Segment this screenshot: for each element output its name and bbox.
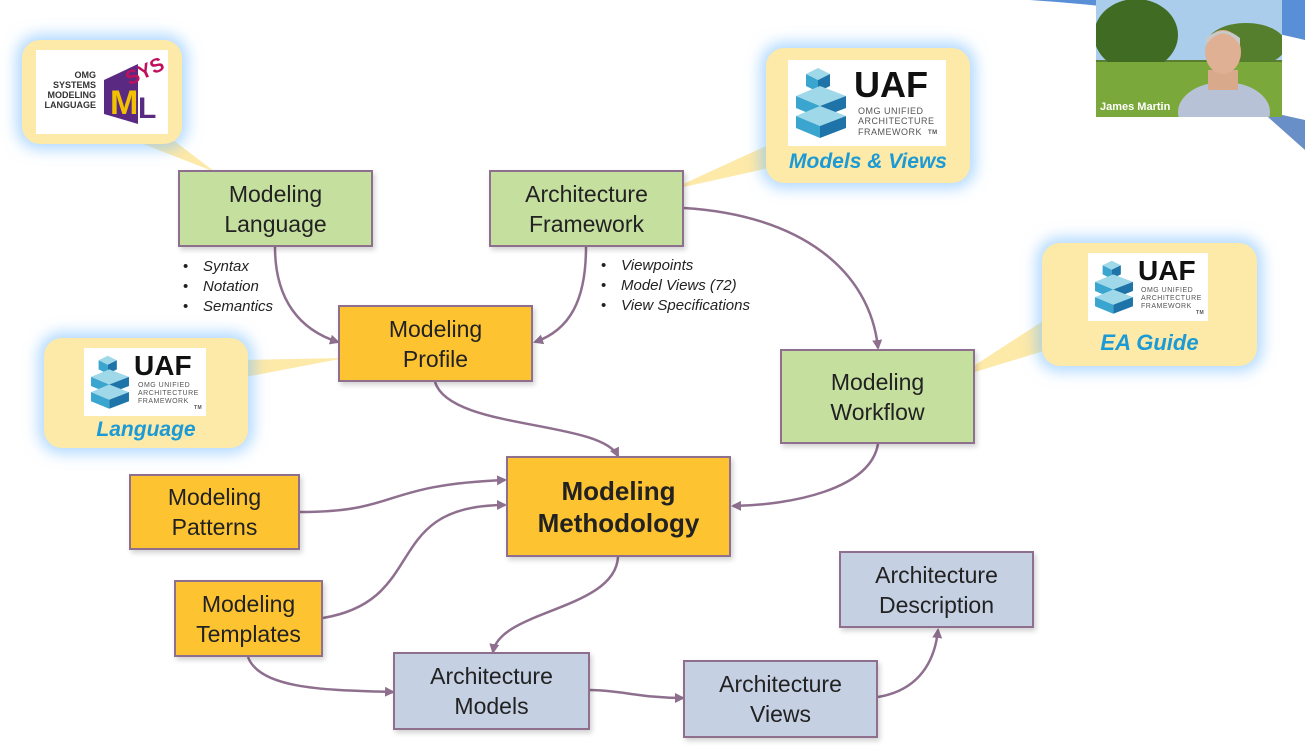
- list-item: Notation: [183, 277, 273, 297]
- node-modeling-language: Modeling Language: [178, 170, 373, 247]
- sysml-callout: OMG SYSTEMS MODELING LANGUAGE M L SYS: [22, 40, 182, 144]
- edge-views-to-description: [877, 628, 943, 699]
- uaf-logo-models-views: UAF OMG UNIFIED ARCHITECTURE FRAMEWORK T…: [788, 60, 946, 146]
- node-label: Modeling Methodology: [537, 475, 700, 538]
- edge-framework-to-workflow: [683, 206, 883, 350]
- webcam-scene: [1096, 0, 1282, 117]
- ea-guide-callout: UAF OMG UNIFIED ARCHITECTURE FRAMEWORK T…: [1042, 243, 1257, 366]
- language-aspects-list: Syntax Notation Semantics: [183, 257, 273, 317]
- sysml-logo: OMG SYSTEMS MODELING LANGUAGE M L SYS: [36, 50, 168, 134]
- node-architecture-framework: Architecture Framework: [489, 170, 684, 247]
- node-label: Modeling Patterns: [167, 484, 262, 540]
- list-item: Syntax: [183, 257, 273, 277]
- edge-templates-to-methodology: [322, 500, 507, 620]
- framework-aspects-list: Viewpoints Model Views (72) View Specifi…: [601, 256, 750, 316]
- uaf-logo-subtitle: OMG UNIFIED ARCHITECTURE FRAMEWORK: [858, 106, 935, 137]
- edge-templates-to-models: [246, 656, 395, 697]
- sysml-logo-text: OMG SYSTEMS MODELING LANGUAGE: [44, 70, 97, 110]
- uaf-logo-word: UAF: [1138, 255, 1196, 286]
- edge-workflow-to-methodology: [731, 443, 880, 511]
- node-label: Modeling Templates: [196, 590, 301, 647]
- uaf-logo-tm: TM: [1196, 310, 1205, 316]
- list-item: View Specifications: [601, 296, 750, 316]
- edge-language-to-profile: [273, 246, 340, 345]
- edge-framework-to-profile: [533, 246, 588, 345]
- node-modeling-profile: Modeling Profile: [338, 305, 533, 382]
- uaf-logo-subtitle: OMG UNIFIED ARCHITECTURE FRAMEWORK: [1141, 287, 1202, 311]
- uaf-logo-tm: TM: [928, 130, 938, 136]
- participant-name: James Martin: [1100, 101, 1171, 113]
- node-modeling-methodology: Modeling Methodology: [506, 456, 731, 557]
- node-label: Modeling Profile: [388, 315, 483, 372]
- uaf-logo-language: UAF OMG UNIFIED ARCHITECTURE FRAMEWORK T…: [84, 348, 206, 416]
- list-item: Model Views (72): [601, 276, 750, 296]
- uaf-cube-icon: [91, 355, 129, 409]
- edge-patterns-to-methodology: [299, 475, 507, 514]
- node-label: Modeling Language: [224, 180, 327, 237]
- uaf-cube-icon: [796, 68, 846, 138]
- node-label: Architecture Framework: [525, 180, 648, 237]
- uaf-logo-tm: TM: [194, 405, 203, 411]
- node-modeling-patterns: Modeling Patterns: [129, 474, 300, 550]
- node-modeling-templates: Modeling Templates: [174, 580, 323, 657]
- models-views-callout: UAF OMG UNIFIED ARCHITECTURE FRAMEWORK T…: [766, 48, 970, 183]
- uaf-logo-subtitle: OMG UNIFIED ARCHITECTURE FRAMEWORK: [138, 382, 199, 406]
- node-architecture-models: Architecture Models: [393, 652, 590, 730]
- webcam-video-tile[interactable]: James Martin: [1096, 0, 1282, 117]
- svg-text:SYS: SYS: [122, 56, 164, 90]
- uaf-logo-word: UAF: [134, 350, 192, 381]
- node-label: Modeling Workflow: [830, 368, 925, 425]
- node-label: Architecture Models: [430, 663, 553, 719]
- node-modeling-workflow: Modeling Workflow: [780, 349, 975, 444]
- edge-methodology-to-models: [489, 556, 620, 654]
- language-caption: Language: [96, 418, 196, 441]
- node-label: Architecture Views: [719, 671, 842, 727]
- svg-text:L: L: [138, 92, 156, 125]
- ea-guide-caption: EA Guide: [1100, 330, 1199, 355]
- list-item: Viewpoints: [601, 256, 750, 276]
- language-callout: UAF OMG UNIFIED ARCHITECTURE FRAMEWORK T…: [44, 338, 248, 448]
- uaf-logo-ea-guide: UAF OMG UNIFIED ARCHITECTURE FRAMEWORK T…: [1088, 253, 1208, 321]
- models-views-caption: Models & Views: [789, 150, 947, 173]
- uaf-logo-word: UAF: [854, 64, 928, 105]
- edge-models-to-views: [589, 688, 685, 703]
- uaf-cube-icon: [1095, 260, 1133, 314]
- node-architecture-views: Architecture Views: [683, 660, 878, 738]
- svg-text:M: M: [110, 84, 138, 122]
- edge-profile-to-methodology: [433, 381, 620, 458]
- node-label: Architecture Description: [875, 561, 998, 618]
- node-architecture-description: Architecture Description: [839, 551, 1034, 628]
- sysml-mark-icon: M L SYS: [104, 56, 164, 125]
- list-item: Semantics: [183, 297, 273, 317]
